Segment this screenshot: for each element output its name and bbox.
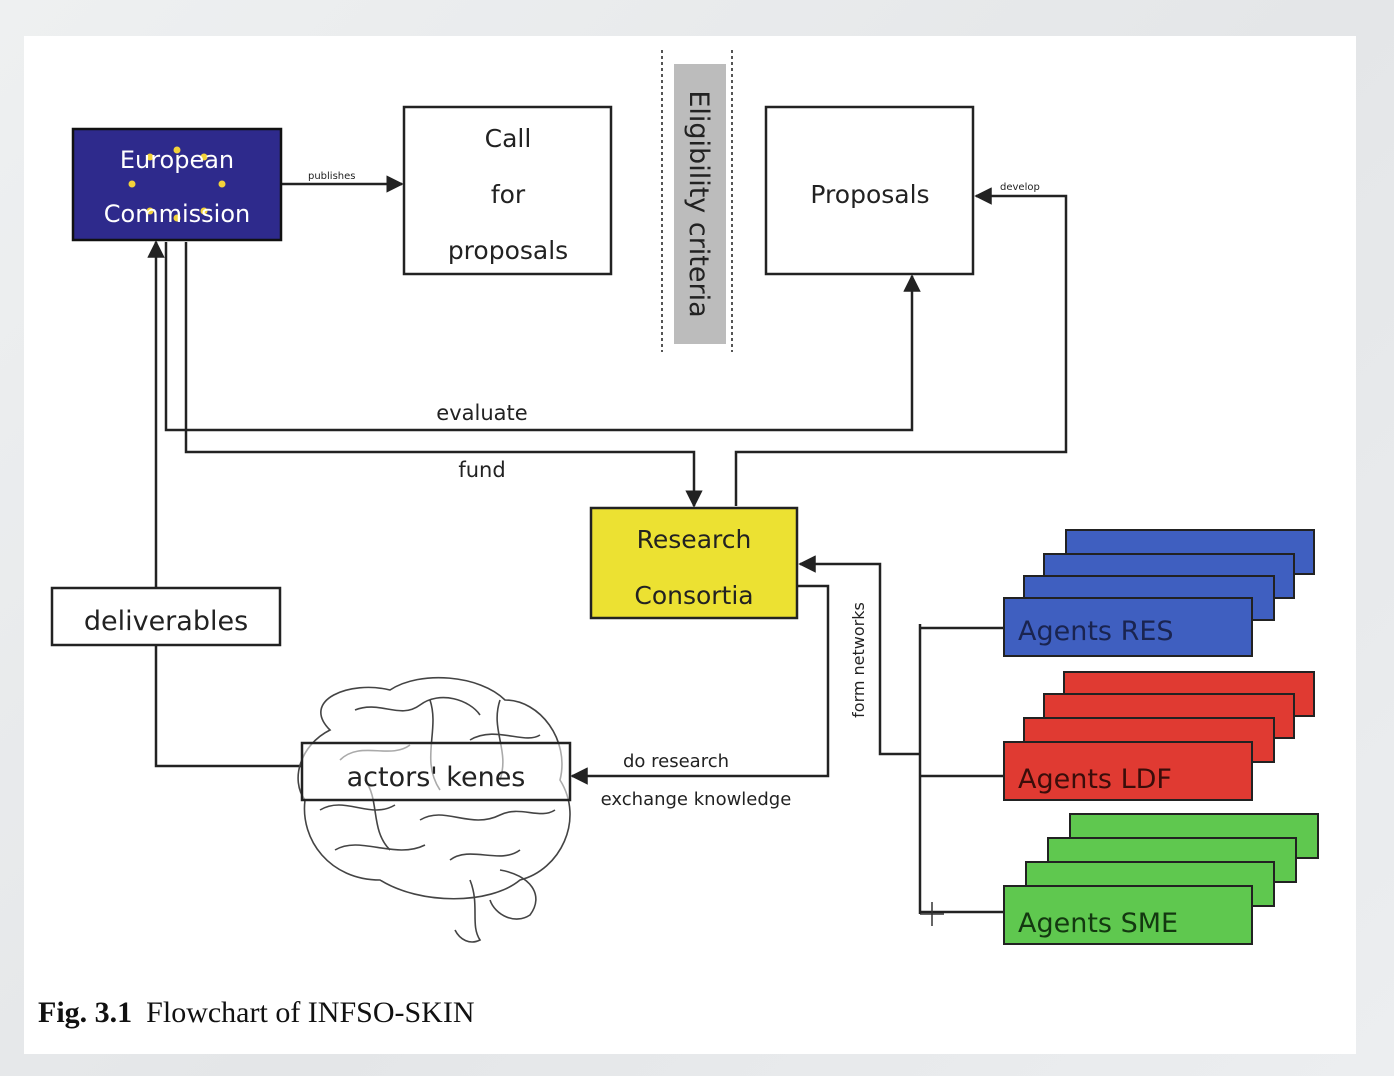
kenes-to-deliverables-line xyxy=(154,646,302,768)
edge-labels: publishes develop evaluate fund form net… xyxy=(308,171,1040,810)
agents-ldf-label: Agents LDF xyxy=(1018,764,1172,795)
research-consortia-box xyxy=(589,506,799,620)
actors-kenes-label: actors' kenes xyxy=(347,762,526,793)
evaluate-arrow xyxy=(164,242,921,432)
european-commission-label-line2: Commission xyxy=(104,200,250,228)
publishes-label: publishes xyxy=(308,171,356,182)
form-networks-label: form networks xyxy=(849,602,868,718)
actors-kenes-node: actors' kenes xyxy=(300,741,572,802)
research-consortia-node: Research Consortia xyxy=(589,506,799,620)
eligibility-criteria-label: Eligibility criteria xyxy=(683,90,714,317)
agents-sme-label: Agents SME xyxy=(1018,908,1178,939)
fund-label: fund xyxy=(458,458,505,482)
eligibility-criteria-divider: Eligibility criteria xyxy=(661,50,733,352)
research-consortia-line1: Research xyxy=(637,525,752,554)
call-for-proposals-line3: proposals xyxy=(448,236,568,265)
agents-sme-stack: Agents SME xyxy=(1003,813,1319,945)
agents-ldf-box xyxy=(1003,741,1253,801)
research-consortia-line2: Consortia xyxy=(634,581,753,610)
figure-caption-text: Flowchart of INFSO-SKIN xyxy=(146,996,475,1029)
deliverables-node: deliverables xyxy=(50,586,282,647)
evaluate-label: evaluate xyxy=(436,401,527,425)
deliverables-label: deliverables xyxy=(84,606,248,637)
figure-caption: Fig. 3.1 Flowchart of INFSO-SKIN xyxy=(38,996,475,1030)
call-for-proposals-node: Call for proposals xyxy=(402,105,613,276)
call-for-proposals-box xyxy=(402,105,613,276)
agents-res-box xyxy=(1003,597,1253,657)
eligibility-criteria-band xyxy=(674,64,726,344)
form-networks-arrow xyxy=(798,555,920,756)
call-for-proposals-line1: Call xyxy=(485,124,532,153)
develop-arrow xyxy=(734,187,1068,506)
deliverables-box xyxy=(50,586,282,647)
proposals-label: Proposals xyxy=(810,180,929,209)
european-commission-label-line1: European xyxy=(120,146,234,174)
do-research-arrow xyxy=(570,584,830,785)
agents-sme-box xyxy=(1003,885,1253,945)
brain-icon xyxy=(297,676,571,943)
agents-ldf-stack: Agents LDF xyxy=(1003,671,1315,801)
connectors xyxy=(147,175,1068,914)
agents-res-label: Agents RES xyxy=(1018,616,1174,647)
european-commission-node: European Commission xyxy=(71,127,283,242)
fund-arrow xyxy=(184,242,703,508)
proposals-box xyxy=(764,105,975,276)
agents-res-stack: Agents RES xyxy=(1003,529,1315,657)
actors-kenes-box xyxy=(300,741,572,802)
eu-stars-icon xyxy=(128,146,226,222)
do-research-label: do research xyxy=(623,751,729,772)
exchange-knowledge-label: exchange knowledge xyxy=(601,789,792,810)
call-for-proposals-line2: for xyxy=(491,180,526,209)
develop-label: develop xyxy=(1000,182,1040,193)
cursor-crosshair-icon xyxy=(920,902,944,926)
proposals-node: Proposals xyxy=(764,105,975,276)
figure-number: Fig. 3.1 xyxy=(38,996,133,1029)
